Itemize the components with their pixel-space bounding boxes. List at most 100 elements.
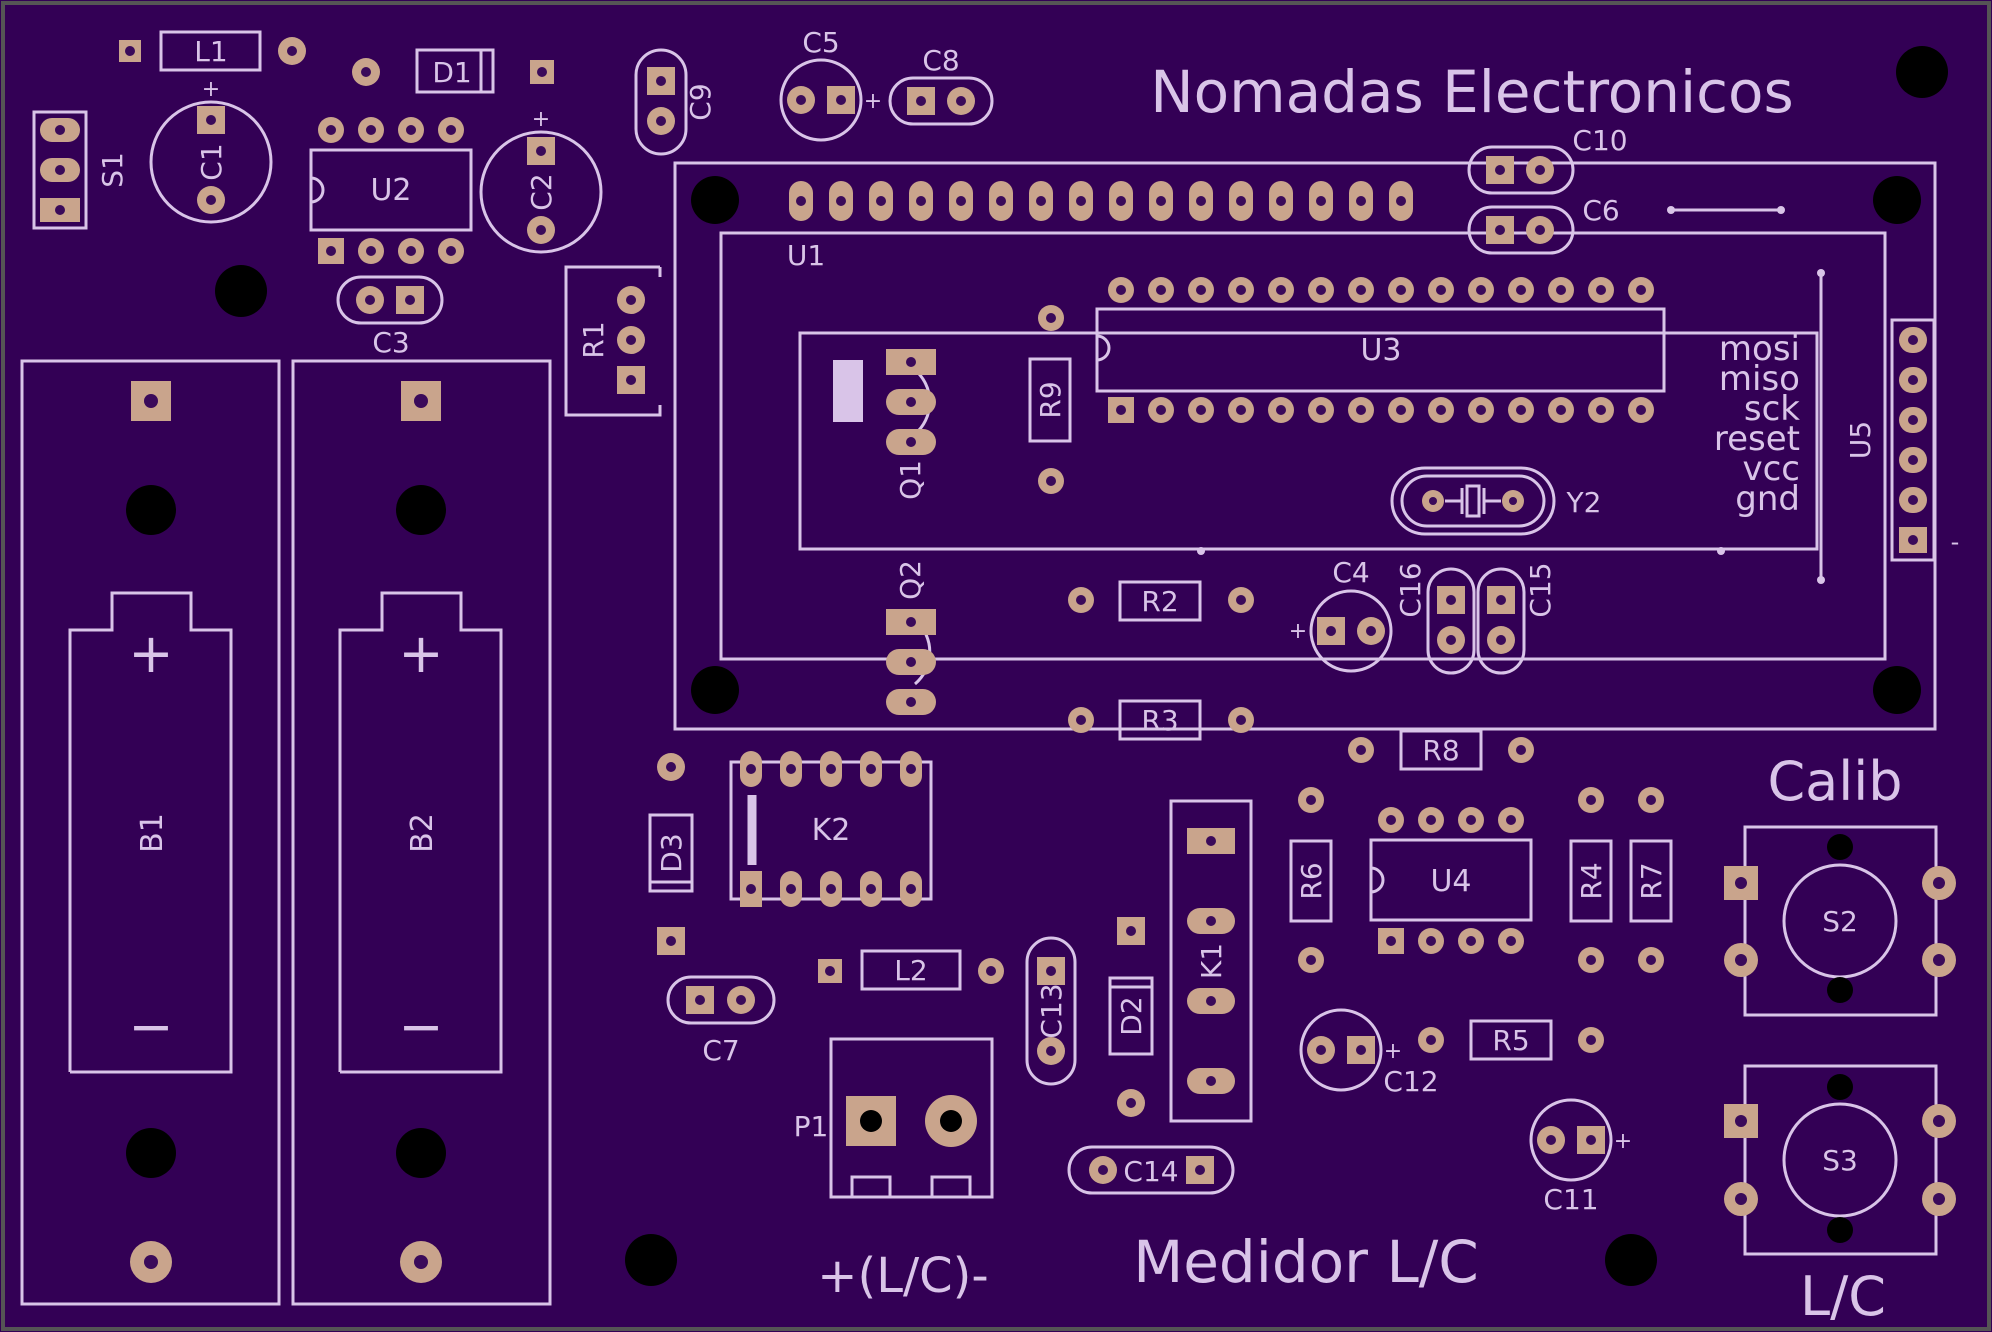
svg-text:C9: C9: [684, 83, 717, 120]
svg-text:C1: C1: [195, 143, 228, 180]
board-title: Nomadas Electronicos: [1150, 58, 1794, 126]
diode-d1: D1: [352, 48, 554, 94]
svg-text:+: +: [1289, 619, 1307, 644]
pushbutton-s2: S2: [1724, 825, 1956, 1017]
resistor-r8: R8: [1348, 729, 1534, 771]
resistor-r4: R4: [1569, 787, 1613, 973]
svg-text:C7: C7: [702, 1034, 739, 1067]
svg-text:D2: D2: [1115, 996, 1148, 1035]
svg-text:−: −: [128, 995, 173, 1058]
capacitor-c8: C8: [888, 44, 994, 126]
ic-u2: U2: [309, 117, 473, 264]
svg-text:U4: U4: [1430, 864, 1471, 899]
svg-text:B1: B1: [135, 813, 170, 853]
capacitor-c5: + C5: [779, 26, 882, 142]
ic-u3: U3: [1095, 277, 1666, 423]
svg-text:C12: C12: [1383, 1065, 1438, 1098]
capacitor-c7: C7: [666, 975, 776, 1067]
svg-text:U5: U5: [1844, 421, 1877, 459]
resistor-r9: R9: [1028, 305, 1072, 494]
svg-text:B2: B2: [405, 813, 440, 853]
inductor-l2: L2: [818, 949, 1004, 991]
capacitor-c9: C9: [634, 48, 717, 156]
capacitor-c14: C14: [1067, 1145, 1235, 1195]
relay-k2: K2: [657, 751, 933, 907]
capacitor-c6: C6: [1467, 194, 1620, 255]
svg-text:D1: D1: [432, 56, 471, 89]
switch-s1: S1: [32, 110, 129, 230]
capacitor-c1: + C1: [149, 77, 273, 224]
svg-text:R4: R4: [1575, 862, 1608, 899]
svg-text:+: +: [1614, 1129, 1632, 1154]
isp-label-mosi: mosi: [1719, 329, 1800, 369]
transistor-q2: Q2: [886, 560, 936, 715]
svg-text:U2: U2: [370, 173, 411, 208]
calib-label: Calib: [1767, 750, 1902, 813]
battery-holder-b2: + − B2: [291, 359, 552, 1306]
capacitor-c3: C3: [336, 275, 444, 359]
capacitor-c15: C15: [1476, 562, 1557, 675]
svg-text:C13: C13: [1035, 983, 1068, 1038]
svg-text:+: +: [532, 107, 550, 132]
svg-text:R2: R2: [1141, 585, 1178, 618]
svg-text:R9: R9: [1034, 381, 1067, 418]
transistor-q1: Q1: [833, 349, 936, 500]
capacitor-c10: C10: [1467, 124, 1628, 195]
resistor-r5: R5: [1418, 1019, 1604, 1061]
svg-text:U1: U1: [787, 239, 825, 272]
svg-text:C6: C6: [1582, 194, 1619, 227]
capacitor-c2: + C2: [479, 107, 603, 254]
svg-text:−: −: [398, 995, 443, 1058]
capacitor-c4: + C4: [1289, 556, 1393, 673]
isp-label-miso: miso: [1719, 359, 1800, 399]
svg-text:C8: C8: [922, 44, 959, 77]
svg-text:L1: L1: [194, 35, 227, 68]
svg-text:R7: R7: [1635, 862, 1668, 899]
resistor-r7: R7: [1629, 787, 1673, 973]
svg-text:Y2: Y2: [1566, 486, 1602, 519]
svg-text:K2: K2: [812, 813, 851, 848]
isp-label-reset: reset: [1714, 419, 1800, 459]
diode-d2: D2: [1108, 917, 1154, 1117]
svg-text:C10: C10: [1572, 124, 1627, 157]
power-label: +(L/C)-: [817, 1248, 988, 1304]
svg-text:K1: K1: [1195, 943, 1228, 979]
svg-text:L2: L2: [894, 954, 927, 987]
resistor-r2: R2: [1068, 580, 1254, 622]
svg-text:D3: D3: [655, 833, 688, 872]
board-subtitle: Medidor L/C: [1133, 1228, 1479, 1296]
svg-text:R5: R5: [1492, 1024, 1529, 1057]
svg-text:C15: C15: [1524, 562, 1557, 617]
svg-text:S3: S3: [1822, 1144, 1858, 1177]
isp-label-sck: sck: [1744, 389, 1800, 429]
svg-text:R3: R3: [1141, 704, 1178, 737]
capacitor-c11: + C11: [1529, 1098, 1632, 1216]
svg-text:R1: R1: [577, 321, 610, 358]
capacitor-c16: C16: [1394, 562, 1476, 675]
svg-text:Q2: Q2: [894, 560, 927, 600]
svg-text:R8: R8: [1422, 734, 1459, 767]
trimmer-r1: R1: [564, 265, 662, 417]
pushbutton-s3: S3: [1724, 1064, 1956, 1256]
mounting-holes: [215, 46, 1948, 1286]
svg-text:C2: C2: [525, 173, 558, 210]
isp-label-vcc: vcc: [1742, 449, 1800, 489]
inductor-l1: L1: [119, 30, 306, 72]
resistor-r3: R3: [1068, 699, 1254, 741]
svg-text:P1: P1: [794, 1110, 829, 1143]
svg-text:-: -: [1951, 528, 1960, 556]
svg-text:+: +: [398, 622, 443, 685]
svg-text:C4: C4: [1332, 556, 1369, 589]
svg-text:+: +: [202, 77, 220, 102]
capacitor-c13: C13: [1025, 936, 1077, 1086]
lcd-module-u1: U1: [673, 161, 1937, 731]
svg-text:C11: C11: [1543, 1183, 1598, 1216]
capacitor-c12: + C12: [1299, 1008, 1439, 1098]
ic-u4: U4: [1369, 807, 1533, 954]
svg-text:+: +: [128, 622, 173, 685]
lc-label: L/C: [1800, 1265, 1886, 1328]
resistor-r6: R6: [1289, 787, 1333, 973]
